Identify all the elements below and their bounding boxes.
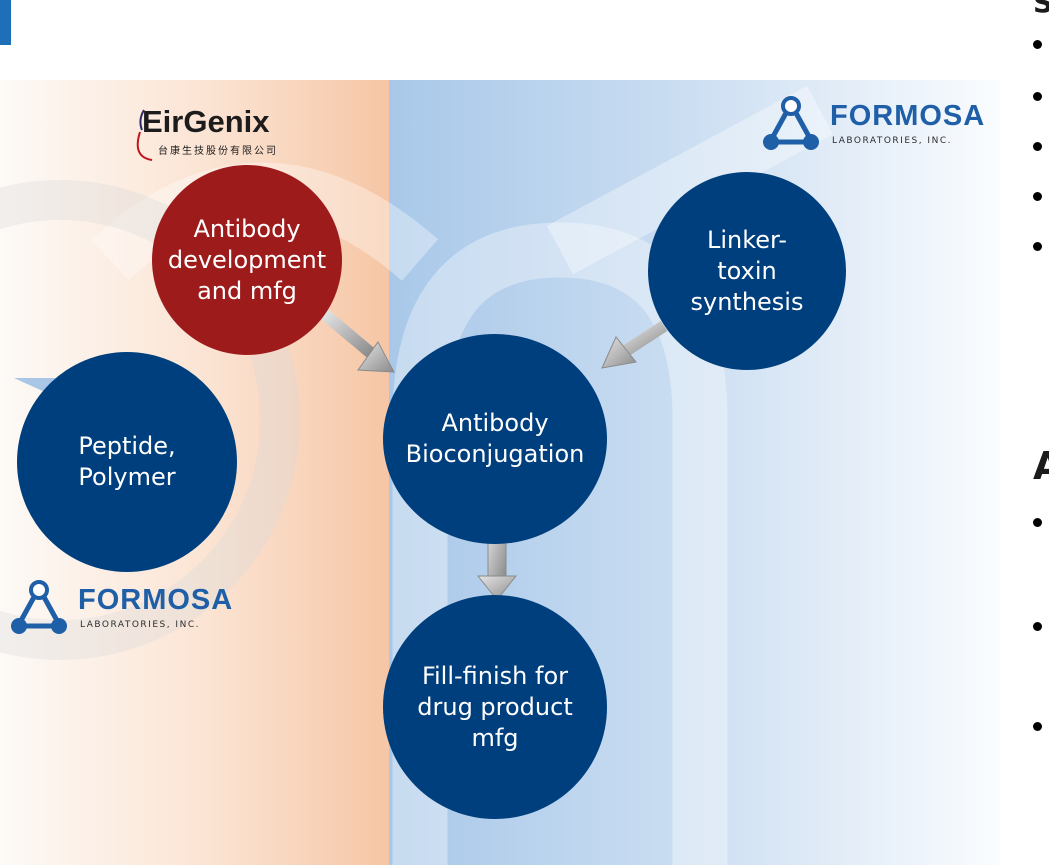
bullet-point xyxy=(1033,518,1042,527)
slide-accent-bar xyxy=(0,0,11,45)
node-peptide-polymer: Peptide, Polymer xyxy=(17,352,237,572)
bullet-point xyxy=(1033,142,1042,151)
cropped-text-column: S A xyxy=(1026,0,1049,865)
eirgenix-chinese-name: 台康生技股份有限公司 xyxy=(158,146,278,157)
node-fill-finish-label: Fill-finish for drug product mfg xyxy=(417,661,573,752)
formosa-logo-top: FORMOSA LABORATORIES, INC. xyxy=(760,96,990,154)
node-fill-finish: Fill-finish for drug product mfg xyxy=(383,595,607,819)
heading-fragment-top: S xyxy=(1033,0,1049,19)
formosa-bottom-subtitle: LABORATORIES, INC. xyxy=(80,620,200,630)
node-antibody-development: Antibody development and mfg xyxy=(152,165,342,355)
node-peptide-polymer-label: Peptide, Polymer xyxy=(78,432,176,491)
bullet-point xyxy=(1033,92,1042,101)
formosa-logo-top-mark xyxy=(763,96,819,150)
eirgenix-wordmark: EirGenix xyxy=(142,104,270,139)
node-linker-toxin-label: Linker- toxin synthesis xyxy=(690,225,804,316)
eirgenix-logo: EirGenix 台康生技股份有限公司 xyxy=(130,102,310,170)
formosa-logo-bottom-mark xyxy=(11,580,67,634)
node-antibody-bioconjugation-label: Antibody Bioconjugation xyxy=(405,409,585,468)
node-linker-toxin: Linker- toxin synthesis xyxy=(648,172,846,370)
bullet-point xyxy=(1033,622,1042,631)
node-antibody-development-label: Antibody development and mfg xyxy=(167,214,327,305)
formosa-logo-bottom: FORMOSA LABORATORIES, INC. xyxy=(8,580,238,638)
bullet-point xyxy=(1033,40,1042,49)
bullet-point xyxy=(1033,242,1042,251)
eirgenix-logo-mark xyxy=(136,109,153,161)
heading-fragment-middle: A xyxy=(1033,444,1049,488)
bullet-point xyxy=(1033,722,1042,731)
formosa-bottom-wordmark: FORMOSA xyxy=(78,584,234,616)
formosa-top-subtitle: LABORATORIES, INC. xyxy=(832,136,952,146)
formosa-top-wordmark: FORMOSA xyxy=(830,100,986,132)
bullet-point xyxy=(1033,192,1042,201)
node-antibody-bioconjugation: Antibody Bioconjugation xyxy=(383,334,607,544)
